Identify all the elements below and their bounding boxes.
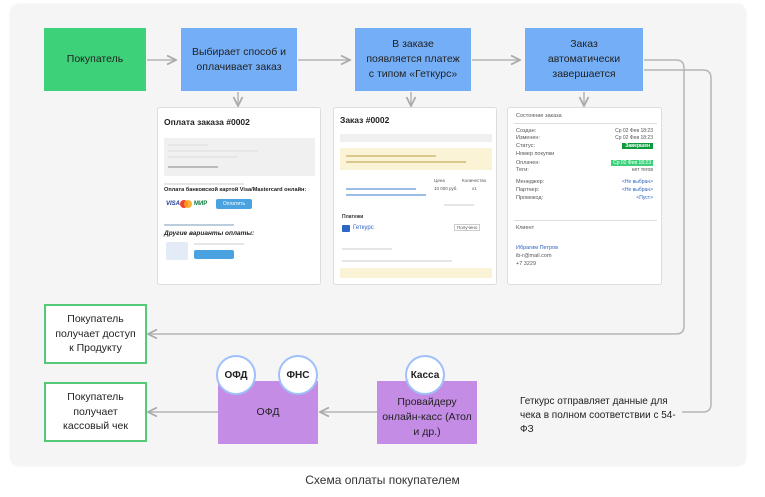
diagram-caption: Схема оплаты покупателем: [305, 473, 460, 487]
shot3-label: Менеджер:: [516, 179, 545, 185]
shot3-client-header: Клиент: [516, 225, 535, 231]
shot3-value: Ср 02 Фев 18:23: [615, 128, 653, 134]
getcourse-icon: [342, 225, 350, 232]
shot1-other-methods: Другие варианты оплаты:: [164, 230, 255, 237]
node-access-label: Покупатель получает доступ к Продукту: [55, 312, 136, 355]
node-choose-label: Выбирает способ и оплачивает заказ: [191, 45, 287, 73]
node-check: Покупатель получает кассовый чек: [44, 382, 147, 442]
node-choose: Выбирает способ и оплачивает заказ: [181, 28, 297, 91]
node-complete-label: Заказ автоматически завершается: [547, 38, 621, 80]
shot2-footer: [340, 268, 492, 278]
shot2-getcourse: Геткурс: [353, 225, 374, 231]
shot1-title: Оплата заказа #0002: [164, 117, 250, 127]
node-payment-label: В заказе появляется платеж с типом «Гетк…: [366, 38, 460, 80]
getcourse-note: Геткурс отправляет данные для чека в пол…: [520, 396, 682, 435]
circle-fns-label: ФНС: [286, 369, 310, 381]
shot2-col-price: Цена: [434, 178, 445, 183]
node-buyer-label: Покупатель: [66, 53, 124, 66]
node-access: Покупатель получает доступ к Продукту: [44, 304, 147, 364]
shot1-pay-button[interactable]: Оплатить: [216, 199, 252, 209]
node-check-label: Покупатель получает кассовый чек: [63, 390, 128, 433]
line-complete-note: [520, 69, 712, 413]
node-ofd-label: ОФД: [256, 406, 280, 419]
shot3-client-email: ib-r@mail.com: [516, 253, 552, 259]
arrow-complete-access: [148, 59, 685, 334]
shot3-value: Ср 02 Фев 18:23: [615, 135, 653, 141]
shot2-qty: x1: [472, 186, 477, 191]
mastercard-logo: [180, 200, 192, 208]
shot3-value: <Не выбран>: [621, 179, 653, 185]
shot3-label: Статус:: [516, 143, 535, 149]
shot1-alt-button[interactable]: [194, 250, 234, 259]
circle-fns: ФНС: [278, 355, 318, 395]
mir-logo: МИР: [194, 201, 208, 207]
shot3-client-name[interactable]: Ибрагим Петров: [516, 245, 558, 251]
shot2-notice: [340, 148, 492, 170]
shot2-col-qty: Количество: [462, 178, 487, 183]
shot3-value: <Пуст>: [636, 195, 653, 201]
shot3-value: Ср 02 Фев 18:23: [611, 160, 653, 166]
screenshot-order: Заказ #0002 Цена Количество 10 000 руб. …: [333, 107, 497, 285]
shot3-client-phone: +7 3229: [516, 261, 537, 267]
visa-logo: VISA: [166, 201, 181, 207]
shot2-status-select[interactable]: Получено: [454, 224, 481, 231]
shot3-label: Создан:: [516, 128, 537, 134]
shot3-label: Оплачен:: [516, 160, 540, 166]
shot3-label: Промокод:: [516, 195, 544, 201]
node-provider-label: Провайдеру онлайн-касс (Атол и др.): [382, 396, 472, 438]
shot2-payments: Платежи: [342, 214, 364, 220]
shot1-card-title: Оплата банковской картой Visa/Mastercard…: [164, 187, 307, 193]
circle-ofd: ОФД: [216, 355, 256, 395]
node-payment: В заказе появляется платеж с типом «Гетк…: [355, 28, 471, 91]
shot2-title: Заказ #0002: [340, 115, 390, 125]
shot3-label: Партнер:: [516, 187, 540, 193]
circle-kassa-label: Касса: [410, 369, 440, 381]
getcourse-note-label: Геткурс отправляет данные для чека в пол…: [520, 396, 676, 435]
shot3-label: Изменен:: [516, 135, 540, 141]
shot3-label: Номер покупки: [516, 151, 555, 157]
shot3-label: Теги:: [516, 167, 529, 173]
node-complete: Заказ автоматически завершается: [525, 28, 643, 91]
shot3-value: нет тегов: [631, 167, 653, 173]
circle-kassa: Касса: [405, 355, 445, 395]
shot3-value: <Не выбран>: [621, 187, 653, 193]
shot1-method-icon: [166, 242, 188, 260]
shot3-value: Завершен: [622, 143, 653, 149]
circle-ofd-label: ОФД: [224, 369, 248, 381]
node-buyer: Покупатель: [44, 28, 146, 91]
shot3-header: Состояние заказа: [516, 113, 562, 119]
shot2-toolbar: [340, 134, 492, 142]
shot2-price: 10 000 руб.: [434, 186, 458, 191]
screenshot-order-payment: Оплата заказа #0002 Оплата банковской ка…: [157, 107, 321, 285]
